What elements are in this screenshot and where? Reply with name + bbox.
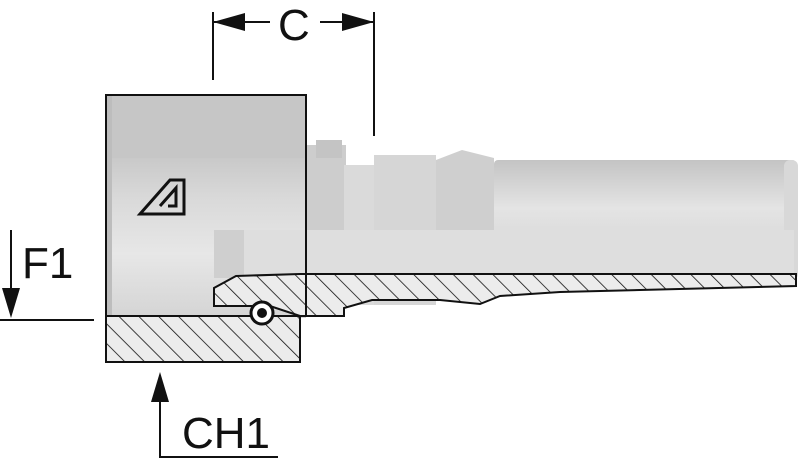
dimension-c-arrow-right bbox=[342, 13, 374, 31]
nut-section-hatch bbox=[105, 315, 301, 363]
fitting-outline bbox=[105, 94, 307, 316]
hex-nut-chamfer bbox=[106, 95, 112, 318]
outline-nut bbox=[105, 94, 307, 316]
hex-nut-top-flat bbox=[106, 95, 306, 160]
tail-section-hatch bbox=[213, 273, 797, 317]
brand-logo-icon bbox=[136, 178, 186, 216]
dimension-c-arrow-left bbox=[213, 13, 245, 31]
dimension-f1: F1 bbox=[0, 230, 94, 321]
dimension-ch1: CH1 bbox=[151, 372, 278, 458]
dimension-f1-arrow bbox=[2, 288, 20, 318]
dimension-ch1-label: CH1 bbox=[182, 409, 270, 458]
dimension-c-label: C bbox=[278, 1, 310, 50]
dimension-c: C bbox=[212, 1, 375, 136]
dimension-f1-label: F1 bbox=[22, 239, 73, 288]
bore-shade bbox=[214, 230, 794, 278]
bore-shoulder bbox=[214, 230, 244, 278]
dimension-ch1-arrow bbox=[151, 372, 169, 402]
o-ring-core bbox=[257, 308, 267, 318]
neck-collar bbox=[316, 140, 342, 158]
